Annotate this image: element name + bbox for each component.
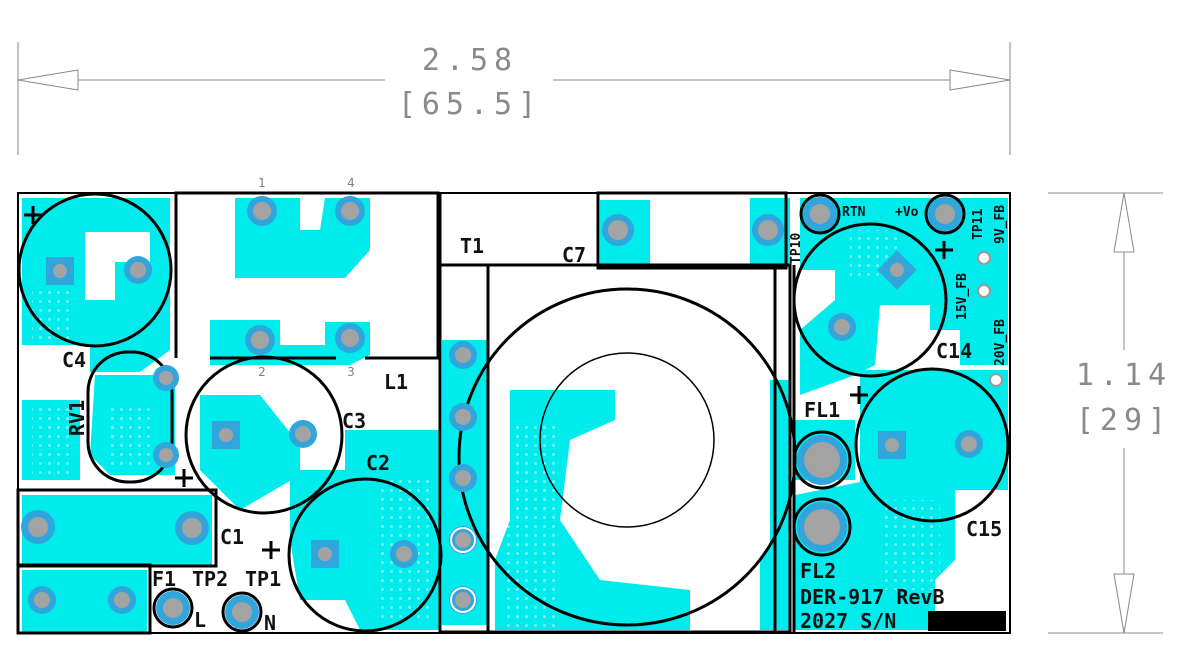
label-tp10: TP10 (789, 233, 804, 264)
label-tp2: TP2 (192, 567, 228, 591)
label-serial-number: 2027 S/N (800, 609, 896, 633)
pads (21, 193, 1003, 633)
label-c7: C7 (562, 243, 586, 267)
t1-outline (438, 193, 792, 634)
label-c4: C4 (62, 348, 86, 372)
label-c3: C3 (342, 409, 366, 433)
polarity-marks (24, 206, 953, 559)
height-dimension (1048, 192, 1163, 634)
label-c14: C14 (936, 339, 972, 363)
label-l1: L1 (384, 370, 408, 394)
pin-number-1: 1 (258, 176, 266, 190)
l1-outline (174, 191, 440, 360)
label-rtn: RTN (842, 205, 866, 220)
width-mm: [65.5] (398, 87, 542, 122)
width-inches: 2.58 (422, 43, 518, 78)
width-dimension (17, 42, 1011, 155)
label-vo: +Vo (895, 205, 919, 220)
height-mm: [29] (1076, 403, 1172, 438)
label-c15: C15 (966, 517, 1002, 541)
label-n: N (264, 611, 276, 635)
label-t1: T1 (460, 234, 484, 258)
label-rv1: RV1 (65, 400, 89, 436)
f1-outline (16, 563, 152, 635)
label-fl2: FL2 (800, 559, 836, 583)
label-l: L (194, 608, 206, 632)
serial-number-box (928, 611, 1006, 631)
fl2-outline (792, 497, 852, 557)
label-board-revision: DER-917 RevB (800, 585, 945, 609)
fl1-outline (792, 430, 852, 490)
label-c1: C1 (220, 525, 244, 549)
label-c2: C2 (366, 451, 390, 475)
label-f1: F1 (152, 567, 176, 591)
c4-outline (17, 192, 173, 348)
label-9v-fb: 9V_FB (993, 205, 1008, 244)
pin-number-4: 4 (347, 176, 355, 190)
label-15v-fb: 15V_FB (955, 273, 970, 320)
label-20v-fb: 20V_FB (993, 319, 1008, 366)
height-inches: 1.14 (1076, 358, 1172, 393)
pin-number-3: 3 (347, 365, 355, 379)
label-tp11: TP11 (971, 209, 986, 240)
rv1-outline (86, 350, 174, 484)
label-tp1: TP1 (245, 567, 281, 591)
c15-outline (854, 367, 1010, 523)
c7-outline (596, 191, 788, 270)
label-fl1: FL1 (804, 398, 840, 422)
silkscreen-outlines (16, 191, 1010, 635)
pin-number-2: 2 (258, 365, 266, 379)
